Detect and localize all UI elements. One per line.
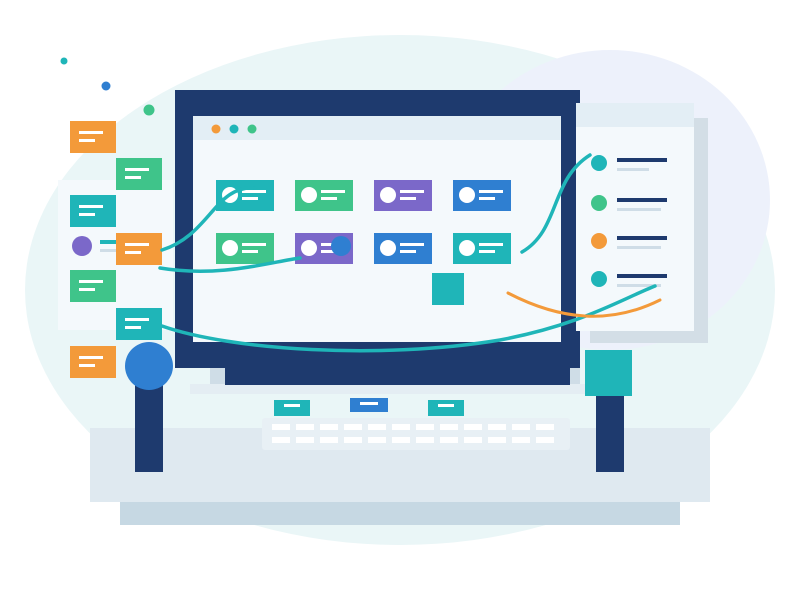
screen-card [374, 233, 432, 264]
desk-shadow [120, 500, 680, 525]
desk-tile [350, 398, 388, 412]
monitor-screen [193, 116, 561, 342]
floating-dot [143, 104, 155, 116]
floating-card-green [70, 270, 116, 302]
floating-dot [101, 81, 111, 91]
keyboard-icon [262, 418, 570, 450]
panel-bullet [591, 195, 607, 211]
screen-card [453, 233, 511, 264]
floating-card-teal [116, 308, 162, 340]
screen-card [216, 233, 274, 264]
floating-card-green [116, 158, 162, 190]
floating-card-orange [116, 233, 162, 265]
connection-line-orange [506, 291, 662, 318]
panel-bullet [591, 233, 607, 249]
desk-lamp-icon [125, 342, 173, 472]
floating-card-orange [70, 121, 116, 153]
monitor-stand-base [190, 384, 600, 394]
screen-card [374, 180, 432, 211]
connection-line [160, 284, 657, 353]
screen-card [453, 180, 511, 211]
window-dot-teal [229, 124, 239, 134]
panel-bullet [591, 271, 607, 287]
panel-bullet [591, 155, 607, 171]
screen-card [216, 180, 274, 211]
connection-line [520, 153, 592, 254]
left-panel-bullet [72, 236, 92, 256]
desk-tile [428, 400, 464, 416]
connection-line [160, 186, 257, 252]
floating-dot [60, 57, 68, 65]
window-dot-orange [211, 124, 221, 134]
screen-node-square [432, 273, 464, 305]
desk-lamp-icon [585, 350, 632, 472]
monitor [175, 90, 580, 385]
window-dot-green [247, 124, 257, 134]
floating-card-teal [70, 195, 116, 227]
connection-line [158, 256, 302, 273]
screen-node-dot [331, 236, 351, 256]
floating-card-orange [70, 346, 116, 378]
screen-card [295, 180, 353, 211]
desk-tile [274, 400, 310, 416]
